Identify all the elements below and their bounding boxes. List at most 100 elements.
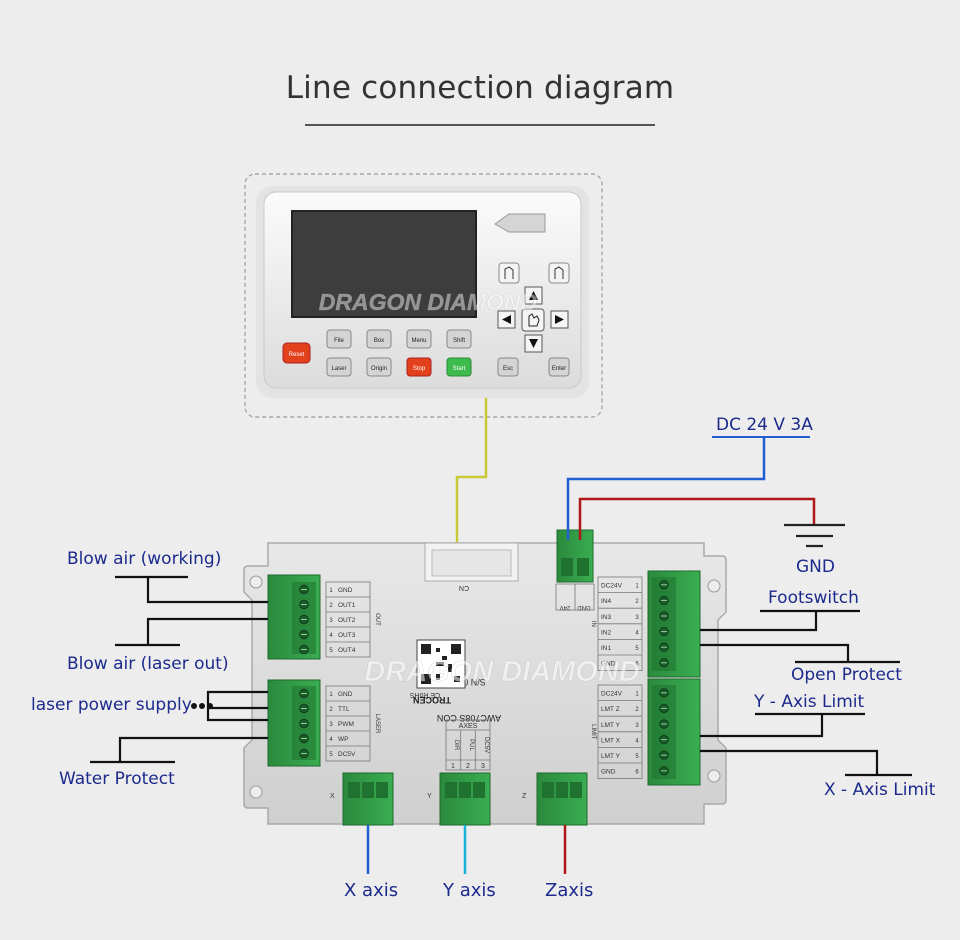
brand-text: TROCEN	[413, 695, 451, 705]
axis-y-silk: Y	[427, 793, 432, 800]
open-protect-label: Open Protect	[791, 665, 902, 685]
pin-label: LMT X	[601, 737, 621, 744]
z-up-icon	[504, 266, 514, 279]
pin-number: 6	[635, 662, 639, 668]
pin-label: DC24V	[601, 583, 623, 590]
blow-working-label: Blow air (working)	[67, 549, 222, 569]
enter-button-label: Enter	[552, 366, 566, 372]
enter-button[interactable]	[548, 357, 570, 377]
pin-label: IN1	[601, 645, 612, 652]
pin-label: GND	[601, 769, 616, 776]
pin-number: 4	[635, 630, 639, 636]
in-terminal	[647, 570, 701, 678]
pin-number: 6	[635, 770, 639, 776]
pin-number: 5	[635, 754, 639, 760]
file-button[interactable]	[326, 329, 352, 349]
pin-label: LMT Z	[601, 706, 620, 713]
x-axis-label: X axis	[344, 880, 399, 901]
out-terminal	[267, 574, 321, 660]
z-up-button[interactable]	[498, 262, 520, 284]
pin-group-label: LASER	[374, 714, 380, 734]
pin-group-label: OUT	[374, 613, 380, 626]
gnd-label: GND	[796, 557, 835, 577]
pin-label: PWM	[338, 721, 354, 728]
pin-number: 3	[635, 723, 639, 729]
laser-power-dots	[191, 703, 213, 709]
board-watermark: DRAGON DIAMOND	[364, 656, 640, 688]
lcd-screen	[291, 210, 477, 318]
control-panel: Reset File Box Menu Shift Laser Origin S…	[256, 186, 589, 398]
water-protect-wire	[90, 736, 268, 764]
axes-col-dc5v: DC5V	[483, 737, 489, 753]
pin-label: IN4	[601, 598, 612, 605]
axes-num-2: 2	[466, 763, 470, 770]
cn-label: CN	[459, 584, 469, 591]
axes-col-dir: DIR	[453, 740, 459, 751]
start-button[interactable]	[446, 357, 472, 377]
z-down-icon	[554, 266, 564, 279]
axes-table: AXES DIR PUL DC5V 1 2 3	[445, 719, 491, 771]
x-limit-label: X - Axis Limit	[824, 780, 936, 800]
pin-label: GND	[338, 691, 353, 698]
pin-number: 5	[329, 752, 333, 758]
y-axis-terminal	[439, 772, 491, 826]
pin-group-label: LIMIT	[590, 724, 596, 740]
controller-board: CN S/N 00000174 CE RoHS AWC708S CON TROC…	[243, 529, 727, 826]
arrow-right-icon	[555, 315, 564, 324]
z-down-button[interactable]	[548, 262, 570, 284]
pin-number: 4	[329, 737, 333, 743]
laser-button-label: Laser	[331, 366, 346, 372]
arrow-keypad	[497, 262, 570, 353]
shift-button[interactable]	[446, 329, 472, 349]
power-wire-blue	[566, 437, 766, 540]
pin-number: 5	[329, 648, 333, 654]
blow-laser-out-label: Blow air (laser out)	[67, 654, 229, 674]
pin-label: OUT1	[338, 602, 356, 609]
pin-label: TTL	[338, 706, 350, 713]
footswitch-wire	[700, 609, 900, 664]
limit-wire	[700, 712, 912, 777]
esc-button-label: Esc	[503, 366, 513, 372]
pin-number: 2	[329, 603, 333, 609]
footswitch-label: Footswitch	[768, 588, 859, 608]
pin-number: 3	[635, 615, 639, 621]
ground-symbol	[784, 523, 845, 548]
pin-label: IN3	[601, 614, 612, 621]
stop-button-label: Stop	[413, 366, 426, 372]
pin-label: IN2	[601, 629, 612, 636]
laser-terminal	[267, 679, 321, 767]
power-terminal	[556, 529, 594, 583]
menu-button[interactable]	[406, 329, 432, 349]
center-button[interactable]	[521, 308, 545, 332]
pin-number: 5	[635, 646, 639, 652]
power-wire-red	[578, 497, 816, 540]
pin-number: 1	[329, 588, 333, 594]
shift-button-label: Shift	[453, 338, 465, 344]
axes-num-1: 1	[451, 763, 455, 770]
pin-number: 4	[329, 633, 333, 639]
rohs-text: CE RoHS	[409, 691, 440, 698]
axis-z-silk: Z	[522, 793, 527, 800]
qr-pattern	[421, 644, 461, 684]
box-button-label: Box	[374, 338, 384, 344]
reset-button[interactable]	[282, 342, 311, 364]
usb-slot-icon	[494, 213, 546, 233]
box-button[interactable]	[366, 329, 392, 349]
title-underline	[305, 124, 655, 126]
laser-button[interactable]	[326, 357, 352, 377]
pin-number: 2	[329, 707, 333, 713]
limit-terminal	[647, 678, 701, 786]
axes-num-3: 3	[481, 763, 485, 770]
pin-number: 1	[329, 692, 333, 698]
menu-button-label: Menu	[411, 338, 426, 344]
esc-button[interactable]	[497, 357, 519, 377]
pin-group-label: IN	[590, 621, 596, 627]
stop-button[interactable]	[406, 357, 432, 377]
origin-button[interactable]	[366, 357, 392, 377]
